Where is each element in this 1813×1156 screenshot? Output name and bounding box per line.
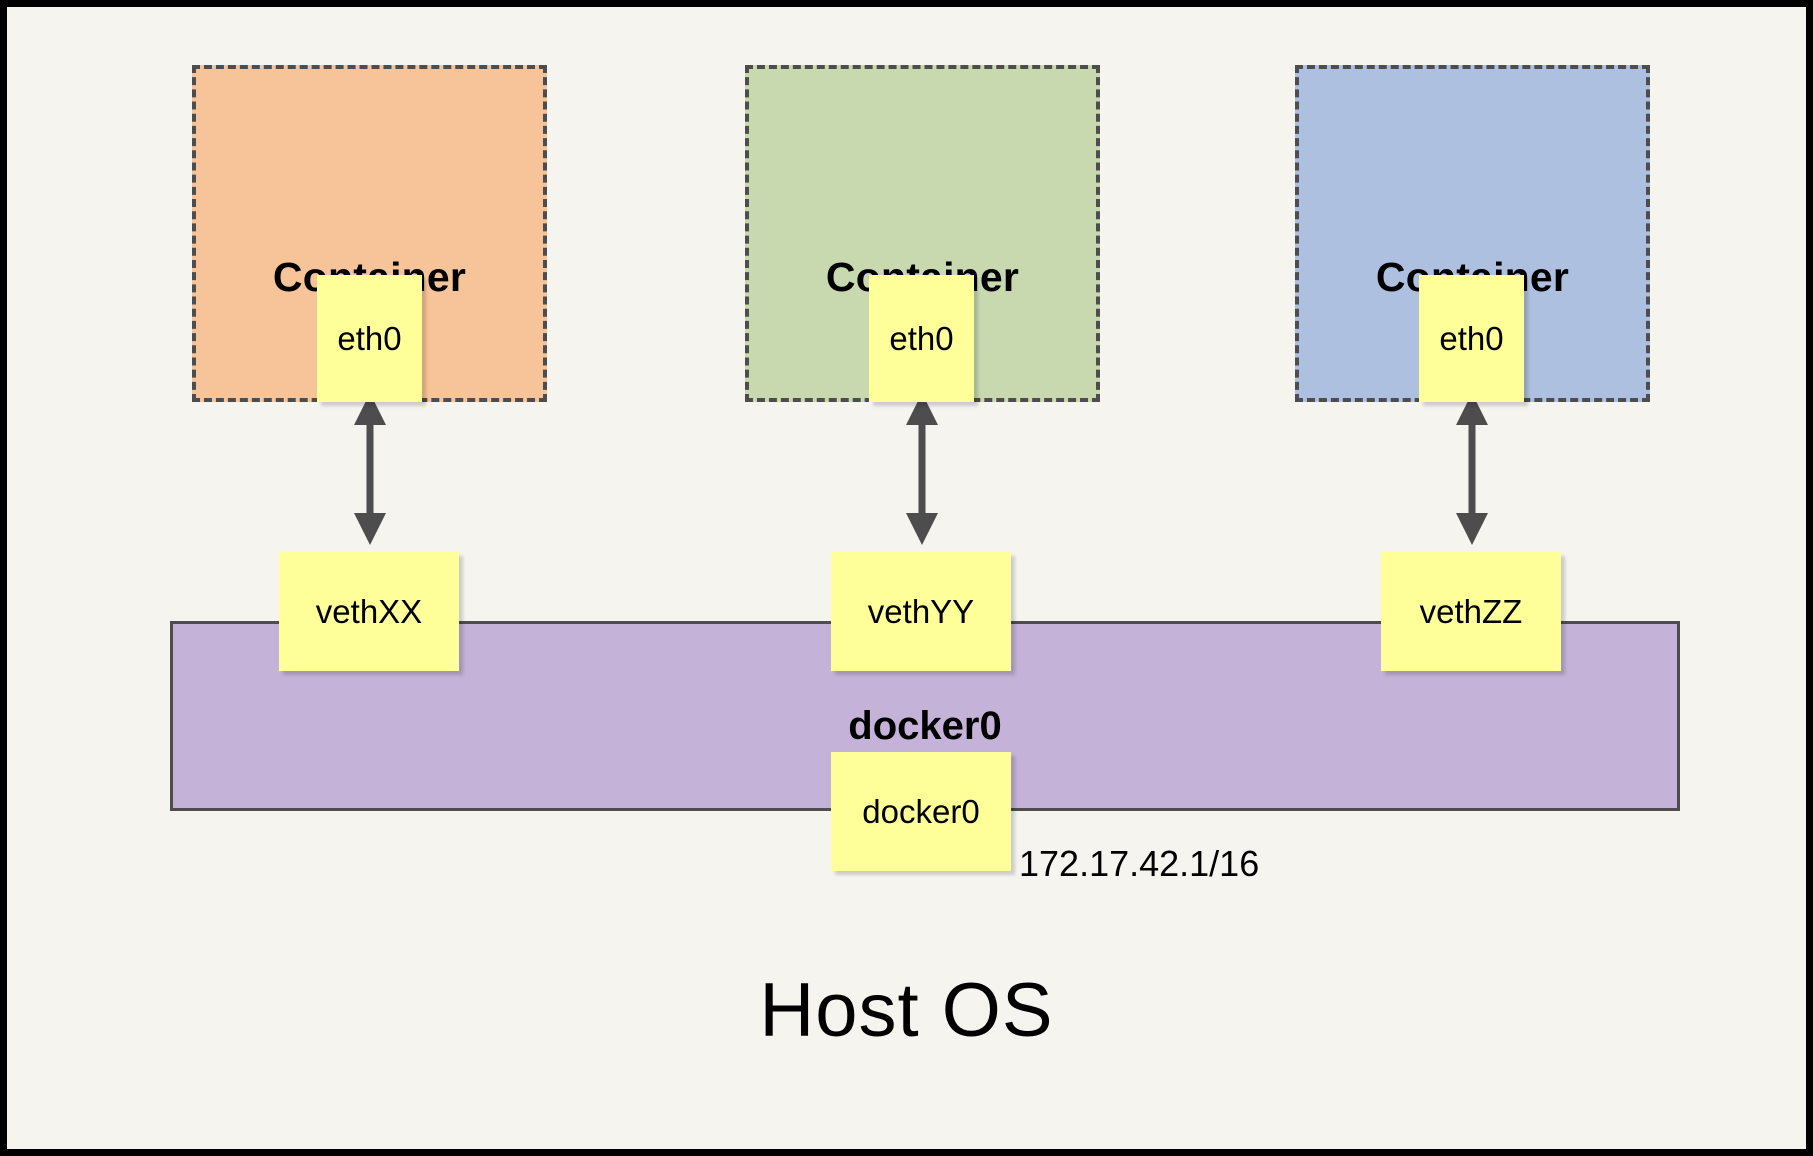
arrow-container-2-to-veth — [906, 393, 938, 545]
arrow-container-1-to-veth — [354, 393, 386, 545]
eth0-chip-1-label: eth0 — [337, 319, 402, 357]
eth0-chip-1[interactable]: eth0 — [317, 275, 422, 402]
docker0-interface-chip-label: docker0 — [862, 792, 980, 830]
eth0-chip-3[interactable]: eth0 — [1419, 275, 1524, 402]
eth0-chip-3-label: eth0 — [1439, 319, 1504, 357]
veth-chip-xx[interactable]: vethXX — [279, 552, 459, 671]
docker0-ip-label: 172.17.42.1/16 — [1019, 843, 1260, 884]
veth-chip-yy-label: vethYY — [867, 592, 975, 630]
host-os-label: Host OS — [759, 968, 1054, 1053]
docker0-bridge-label: docker0 — [848, 704, 1002, 748]
docker0-interface-chip[interactable]: docker0 — [831, 752, 1011, 871]
eth0-chip-2[interactable]: eth0 — [869, 275, 974, 402]
eth0-chip-2-label: eth0 — [889, 319, 954, 357]
veth-chip-yy[interactable]: vethYY — [831, 552, 1011, 671]
veth-chip-zz-label: vethZZ — [1419, 592, 1523, 630]
veth-chip-zz[interactable]: vethZZ — [1381, 552, 1561, 671]
arrow-container-3-to-veth — [1456, 393, 1488, 545]
veth-chip-xx-label: vethXX — [315, 592, 423, 630]
